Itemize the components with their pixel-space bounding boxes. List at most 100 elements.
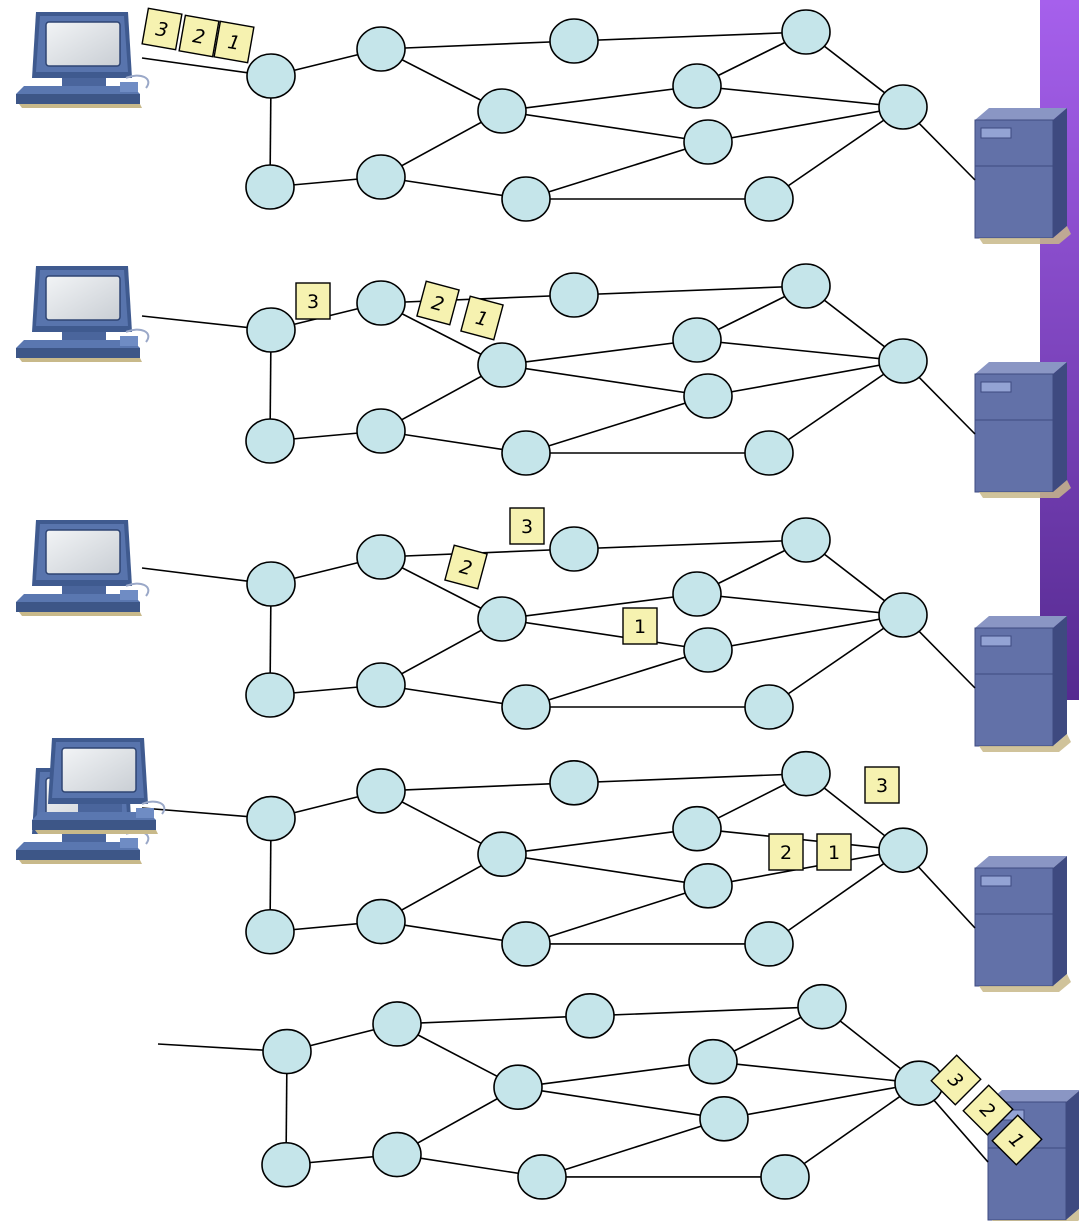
packet-3: 3 [509, 507, 545, 545]
packet-2: 2 [178, 14, 220, 58]
link-K-H [525, 395, 709, 454]
router-node-G [878, 338, 928, 384]
packet-3: 3 [295, 282, 331, 320]
link-C-D [573, 285, 807, 296]
router-node-L [744, 921, 794, 967]
link-B-C [396, 1015, 591, 1025]
link-K-H [525, 649, 709, 708]
link-E-F [501, 339, 698, 366]
panel-5: 321 [31, 737, 1079, 1221]
link-L-G [768, 614, 904, 708]
router-node-J [372, 1131, 422, 1178]
packet-label: 3 [307, 291, 319, 313]
accent-bar [1040, 0, 1079, 700]
router-node-B [356, 534, 406, 580]
packet-2: 2 [416, 280, 460, 326]
packet-label: 1 [634, 616, 646, 638]
router-node-A [246, 53, 296, 99]
router-node-D [781, 263, 831, 309]
packet-label: 1 [828, 842, 840, 864]
router-node-J [356, 662, 406, 708]
router-node-C [549, 272, 599, 318]
link-K-H [525, 885, 709, 945]
server-icon [974, 615, 1072, 753]
router-node-C [565, 993, 615, 1039]
packet-label: 3 [876, 775, 888, 797]
router-node-B [356, 768, 406, 814]
link-E-F [501, 593, 698, 620]
router-node-F [672, 571, 722, 617]
router-node-F [688, 1038, 738, 1085]
router-node-H [683, 627, 733, 673]
packet-label: 1 [473, 307, 490, 331]
router-node-H [699, 1096, 749, 1142]
link-F-G [712, 1060, 920, 1084]
panel-2: 3 2 1 [15, 263, 1072, 499]
link-E-F [501, 827, 698, 856]
link-B-C [380, 782, 575, 792]
packet-1: 1 [622, 607, 658, 645]
router-node-D [781, 517, 831, 563]
router-node-J [356, 154, 406, 200]
router-node-K [501, 921, 551, 967]
packet-1: 1 [213, 20, 255, 64]
computer-icon [31, 737, 166, 835]
packet-label: 2 [191, 25, 207, 49]
link-H-G [707, 360, 904, 397]
link-K-H [541, 1118, 725, 1178]
link-L-G [768, 106, 904, 200]
router-node-H [683, 119, 733, 165]
router-node-C [549, 526, 599, 572]
link-C-D [573, 539, 807, 550]
packet-2: 2 [768, 833, 804, 871]
server-icon [974, 361, 1072, 499]
link-L-G [768, 360, 904, 454]
packet-label: 2 [429, 292, 446, 316]
router-node-D [797, 983, 847, 1030]
packet-2: 2 [962, 1084, 1014, 1136]
packet-3: 3 [141, 7, 183, 51]
router-node-B [356, 26, 406, 72]
link-E-H [501, 618, 709, 651]
router-node-G [878, 592, 928, 638]
router-node-F [672, 317, 722, 363]
router-node-K [501, 684, 551, 730]
link-H-G [723, 1082, 920, 1120]
router-node-C [549, 18, 599, 64]
router-node-J [356, 898, 406, 945]
link-C-D [573, 772, 807, 784]
router-node-A [246, 307, 296, 353]
link-E-F [501, 85, 698, 112]
computer-icon [15, 519, 150, 617]
link-C-D [573, 31, 807, 42]
router-node-H [683, 863, 733, 909]
router-node-E [493, 1064, 543, 1111]
router-node-I [245, 908, 295, 955]
router-node-I [245, 672, 295, 718]
router-node-E [477, 596, 527, 642]
router-node-A [246, 795, 296, 842]
router-node-D [781, 750, 831, 797]
link-L-G [768, 849, 904, 945]
link-F-G [696, 593, 904, 616]
packet-label: 1 [226, 31, 242, 55]
router-node-B [372, 1001, 422, 1047]
router-node-G [878, 84, 928, 130]
packet-1: 1 [460, 295, 504, 341]
packet-3: 3 [930, 1054, 982, 1106]
packet-label: 2 [780, 842, 792, 864]
link-E-H [501, 853, 709, 887]
router-node-L [744, 684, 794, 730]
packet-1: 1 [816, 833, 852, 871]
router-node-K [517, 1154, 567, 1200]
packet-label: 3 [154, 18, 170, 42]
packet-1: 1 [991, 1114, 1043, 1166]
router-node-A [262, 1028, 312, 1075]
link-B-C [380, 40, 575, 50]
server-icon [974, 107, 1072, 245]
computer-icon [15, 265, 150, 363]
link-L-G [784, 1082, 920, 1178]
router-node-G [878, 827, 928, 873]
router-node-E [477, 88, 527, 134]
router-node-E [477, 831, 527, 878]
